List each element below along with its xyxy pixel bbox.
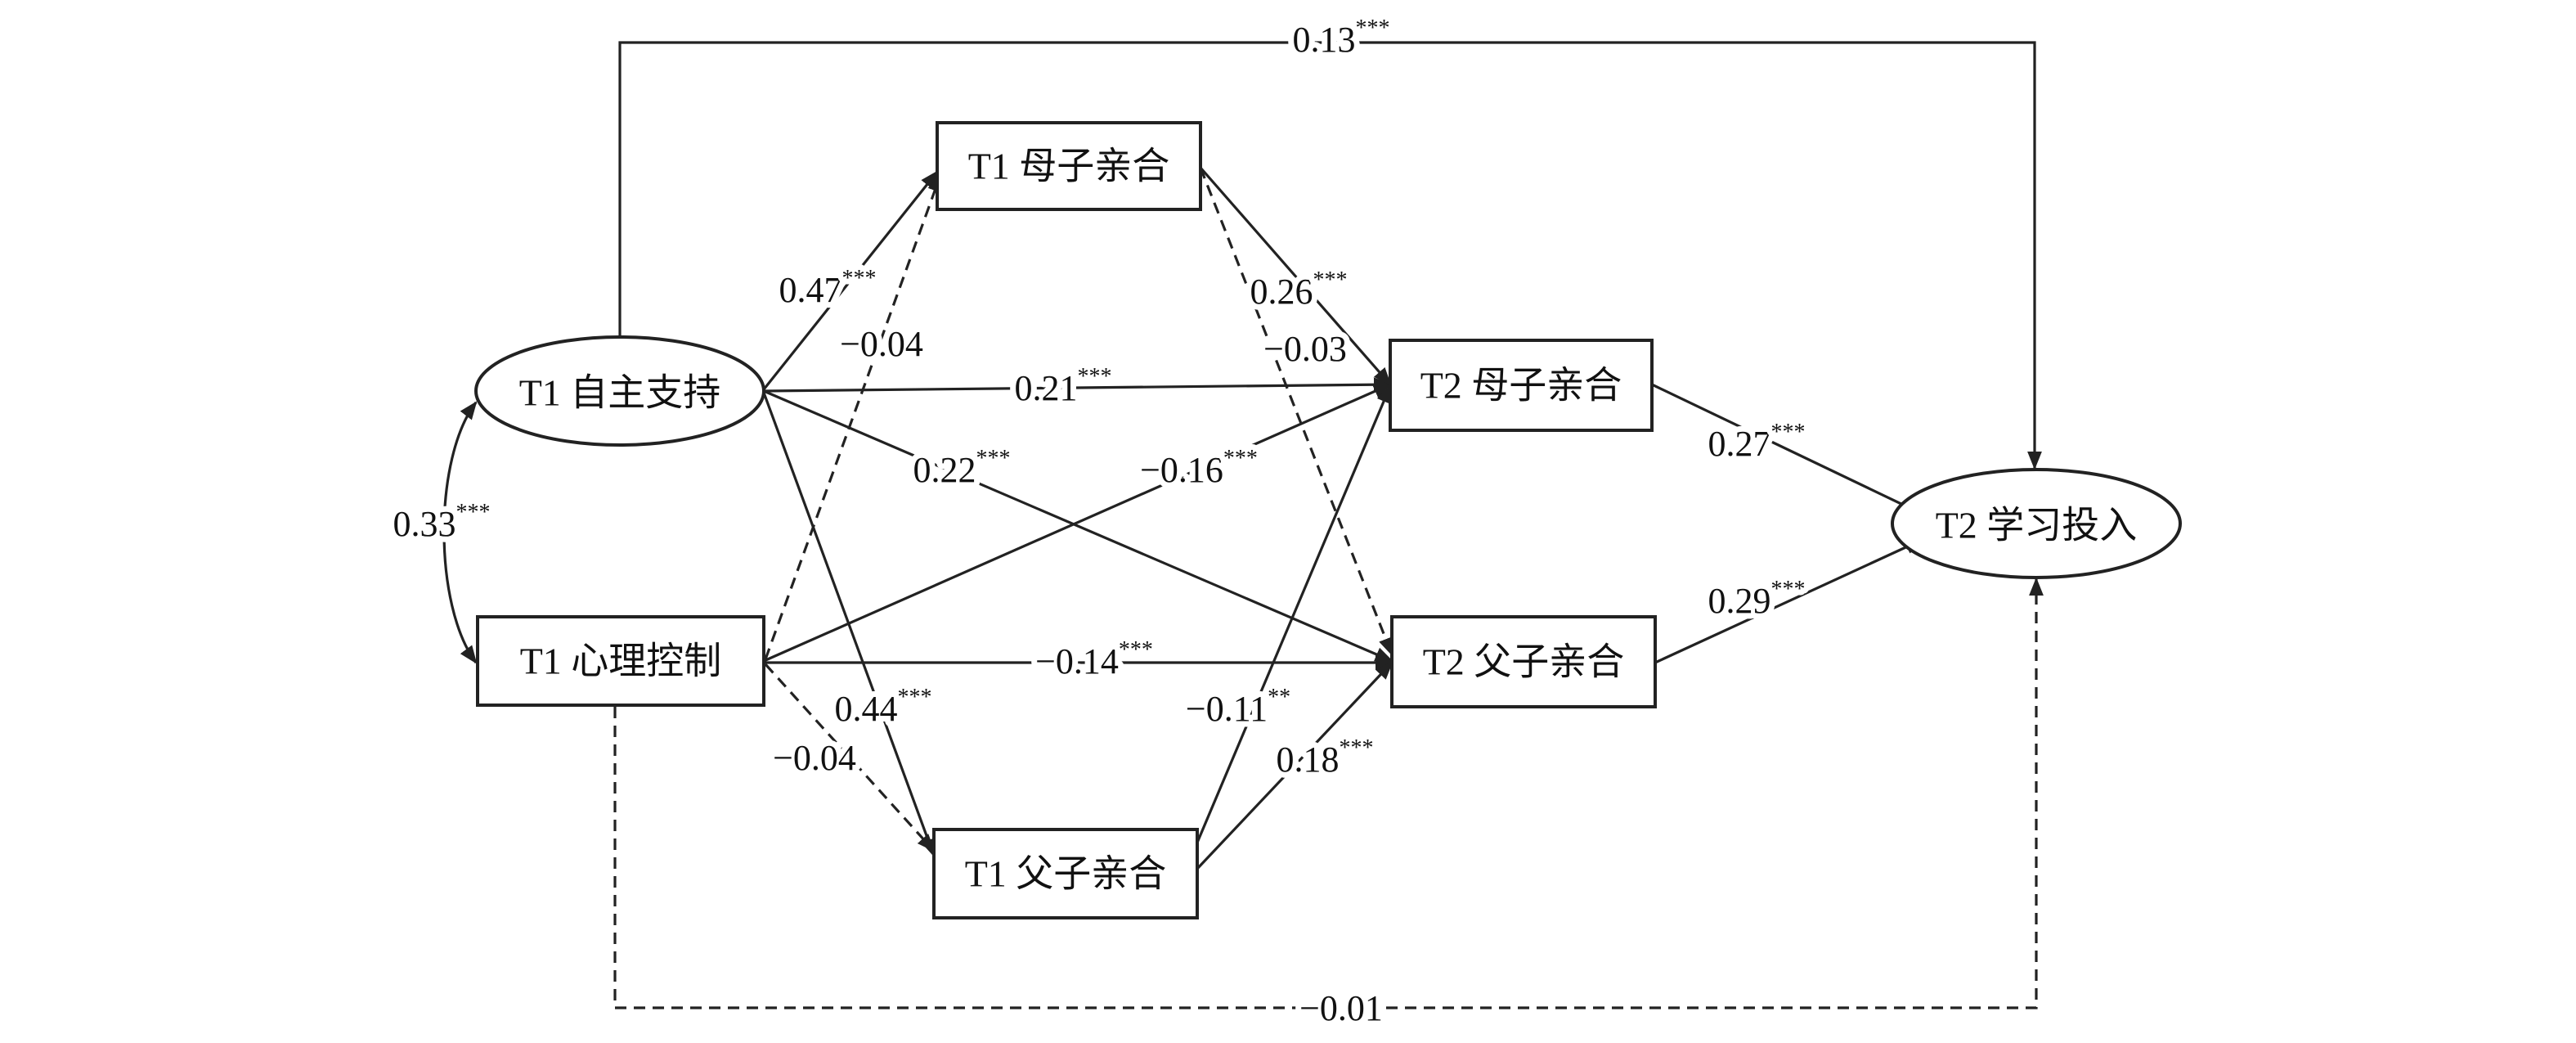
path-autonomy-t2father (763, 389, 1394, 663)
path-autonomy-t1mother (762, 170, 939, 390)
coef-t2father-engagement: 0.29*** (1708, 577, 1806, 621)
path-autonomy-control-correlation (442, 401, 478, 664)
path-t2father-engagement (1654, 538, 1924, 664)
node-t1-psychological-control: T1 心理控制 (476, 615, 765, 707)
coef-autonomy-t1mother: 0.47*** (779, 266, 877, 310)
path-t1mother-t2father (1199, 167, 1393, 657)
coef-t1mother-t2father: −0.03 (1263, 329, 1347, 369)
coef-t2mother-engagement: 0.27*** (1708, 420, 1806, 464)
coef-t1father-t2mother: −0.11** (1186, 685, 1290, 729)
coef-autonomy-t2mother: 0.21*** (1015, 364, 1112, 408)
node-t1-autonomy-support: T1 自主支持 (474, 335, 765, 447)
path-control-engagement (613, 577, 2044, 1009)
node-t2-mother-closeness: T2 母子亲合 (1389, 339, 1654, 432)
coef-t1father-t2father: 0.18*** (1277, 735, 1374, 780)
path-t1mother-t2mother (1199, 166, 1392, 386)
node-label: T2 父子亲合 (1423, 641, 1625, 683)
coef-t1mother-t2mother: 0.26*** (1250, 267, 1348, 312)
coef-control-t2mother: −0.16*** (1140, 446, 1258, 490)
node-t2-father-closeness: T2 父子亲合 (1390, 615, 1657, 708)
path-control-t1father (764, 663, 936, 852)
node-label: T1 心理控制 (520, 641, 722, 682)
coef-control-t1father: −0.04 (773, 738, 856, 778)
node-label: T1 父子亲合 (965, 853, 1167, 895)
node-t2-learning-engagement: T2 学习投入 (1891, 468, 2182, 579)
edges (442, 41, 2044, 1009)
node-label: T1 自主支持 (519, 372, 721, 414)
node-label: T2 母子亲合 (1420, 365, 1622, 407)
path-autonomy-engagement (618, 41, 2042, 470)
coef-control-t2father: −0.14*** (1035, 637, 1153, 681)
coef-control-t1mother: −0.04 (840, 324, 923, 364)
path-t1father-t2mother (1196, 384, 1392, 843)
coef-autonomy-t1father: 0.44*** (835, 685, 932, 729)
coef-autonomy-t2father: 0.22*** (913, 446, 1011, 490)
path-control-t1mother (764, 173, 942, 660)
path-t2mother-engagement (1651, 383, 1924, 515)
path-t1father-t2father (1196, 661, 1393, 870)
node-label: T2 学习投入 (1936, 505, 2138, 546)
path-control-t2mother (763, 383, 1393, 663)
coef-autonomy-control-correlation: 0.33*** (393, 500, 491, 544)
coef-control-engagement: −0.01 (1299, 988, 1383, 1028)
node-t1-father-closeness: T1 父子亲合 (932, 828, 1199, 919)
node-label: T1 母子亲合 (968, 146, 1170, 187)
coef-autonomy-engagement: 0.13*** (1293, 16, 1390, 60)
coefficient-labels: 0.13*** −0.01 0.33*** 0.47*** −0.04 0.44… (388, 10, 1811, 1034)
node-t1-mother-closeness: T1 母子亲合 (936, 121, 1202, 211)
